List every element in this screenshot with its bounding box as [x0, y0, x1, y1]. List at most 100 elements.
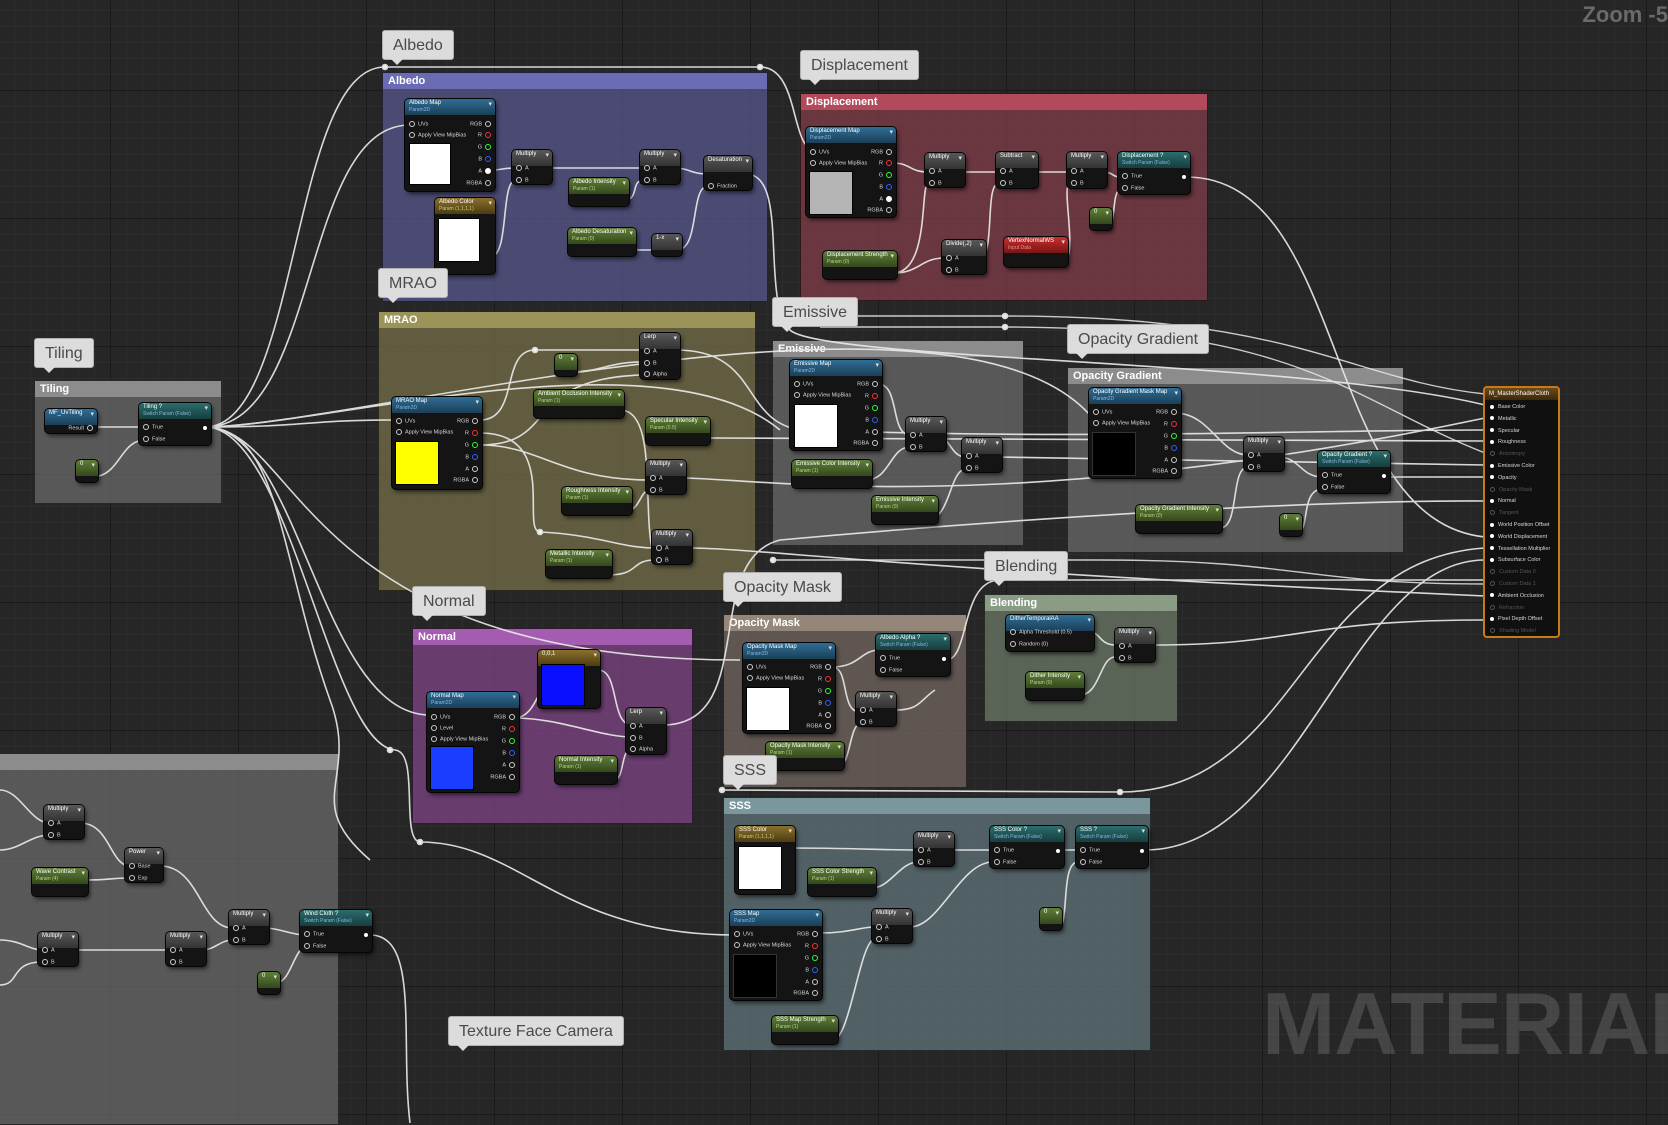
pin-rgb[interactable]: RGB	[810, 664, 831, 670]
pin-uvs[interactable]: UVs	[794, 381, 813, 387]
pin-b[interactable]: B	[910, 444, 923, 450]
pin-mip[interactable]: Apply View MipBias	[810, 160, 867, 166]
mrao-multiply-1[interactable]: Multiply A B	[646, 460, 686, 494]
pin-rgb[interactable]: RGB	[470, 121, 491, 127]
pin-output[interactable]	[1182, 175, 1186, 179]
pin-g[interactable]: G	[478, 144, 491, 150]
normal-lerp-node[interactable]: Lerp A B Alpha	[626, 708, 666, 754]
bubble-mrao[interactable]: MRAO	[378, 268, 448, 303]
pin-b[interactable]: B	[929, 180, 942, 186]
sss-multiply-1[interactable]: Multiply A B	[914, 832, 954, 866]
opacity-gradient-zero-constant[interactable]: 0	[1280, 514, 1302, 536]
pin-mip[interactable]: Apply View MipBias	[734, 942, 791, 948]
opacity-gradient-multiply[interactable]: Multiply A B	[1244, 437, 1284, 471]
pin-rgba[interactable]: RGBA	[1152, 468, 1177, 474]
material-input-pin[interactable]: Ambient Occlusion	[1490, 593, 1544, 599]
pin-b[interactable]: B	[879, 184, 892, 190]
pin-uvs[interactable]: UVs	[1093, 409, 1112, 415]
emissive-multiply-2[interactable]: Multiply A B	[962, 438, 1002, 472]
pin-b[interactable]: B	[860, 719, 873, 725]
pin-a[interactable]: A	[644, 165, 657, 171]
pin-a[interactable]: A	[876, 924, 889, 930]
pin-mip[interactable]: Apply View MipBias	[396, 429, 453, 435]
wind-zero-constant[interactable]: 0	[258, 972, 280, 994]
pin-output[interactable]	[1056, 849, 1060, 853]
pin-b[interactable]: B	[865, 417, 878, 423]
bubble-albedo[interactable]: Albedo	[382, 30, 454, 65]
pin-rgb[interactable]: RGB	[857, 381, 878, 387]
pin-exp[interactable]: Exp	[129, 875, 147, 881]
material-input-pin[interactable]: Shading Model	[1490, 628, 1536, 634]
pin-b[interactable]: B	[1248, 464, 1261, 470]
pin-a[interactable]: A	[910, 432, 923, 438]
pin-r[interactable]: R	[879, 160, 892, 166]
pin-r[interactable]: R	[865, 393, 878, 399]
pin-a[interactable]: A	[644, 348, 657, 354]
mrao-multiply-2[interactable]: Multiply A B	[652, 530, 692, 564]
material-input-pin[interactable]: Roughness	[1490, 439, 1526, 445]
pin-b[interactable]: B	[644, 177, 657, 183]
pin-alpha[interactable]: Alpha	[644, 371, 667, 377]
pin-false[interactable]: False	[1080, 859, 1102, 865]
pin-a[interactable]: A	[946, 255, 959, 261]
material-input-pin[interactable]: Pixel Depth Offset	[1490, 616, 1542, 622]
pin-rgb[interactable]: RGB	[1156, 409, 1177, 415]
pin-rgb[interactable]: RGB	[494, 714, 515, 720]
pin-level[interactable]: Level	[431, 725, 453, 731]
pin-rgba[interactable]: RGBA	[453, 477, 478, 483]
pin-g[interactable]: G	[865, 405, 878, 411]
sss-multiply-2[interactable]: Multiply A B	[872, 909, 912, 943]
pin-mip[interactable]: Apply View MipBias	[747, 675, 804, 681]
pin-output[interactable]	[203, 426, 207, 430]
pin-g[interactable]: G	[879, 172, 892, 178]
pin-a[interactable]: A	[818, 712, 831, 718]
pin-a[interactable]: A	[879, 196, 892, 202]
divide-node[interactable]: Divide(,2) A B	[942, 240, 986, 274]
bubble-emissive[interactable]: Emissive	[772, 297, 859, 332]
pin-b[interactable]: B	[876, 936, 889, 942]
pin-a[interactable]: A	[865, 429, 878, 435]
pin-a[interactable]: A	[1000, 168, 1013, 174]
pin-b[interactable]: B	[630, 735, 643, 741]
pin-b[interactable]: B	[48, 832, 61, 838]
pin-mip[interactable]: Apply View MipBias	[1093, 420, 1150, 426]
material-input-pin[interactable]: World Displacement	[1490, 534, 1547, 540]
pin-r[interactable]: R	[478, 132, 491, 138]
pin-r[interactable]: R	[502, 726, 515, 732]
pin-b[interactable]: B	[1071, 180, 1084, 186]
pin-a[interactable]: A	[42, 947, 55, 953]
opacity-mask-multiply[interactable]: Multiply A B	[856, 692, 896, 726]
pin-rgba[interactable]: RGBA	[490, 774, 515, 780]
sss-switch-node[interactable]: SSS ?Switch Param (False) True False	[1076, 826, 1148, 868]
pin-mip[interactable]: Apply View MipBias	[794, 392, 851, 398]
pin-b[interactable]: B	[516, 177, 529, 183]
displacement-multiply-2[interactable]: Multiply A B	[1067, 152, 1107, 188]
pin-r[interactable]: R	[1164, 421, 1177, 427]
material-input-pin[interactable]: Tangent	[1490, 510, 1519, 516]
pin-true[interactable]: True	[1122, 173, 1142, 179]
pin-fraction[interactable]: Fraction	[708, 183, 737, 189]
material-input-pin[interactable]: Subsurface Color	[1490, 557, 1541, 563]
pin-rgba[interactable]: RGBA	[853, 440, 878, 446]
pin-b[interactable]: B	[644, 360, 657, 366]
pin-a[interactable]: A	[1248, 452, 1261, 458]
pin-true[interactable]: True	[994, 847, 1014, 853]
material-input-pin[interactable]: Refraction	[1490, 605, 1524, 611]
pin-a[interactable]: A	[48, 820, 61, 826]
wind-multiply-1[interactable]: Multiply A B	[44, 805, 84, 839]
